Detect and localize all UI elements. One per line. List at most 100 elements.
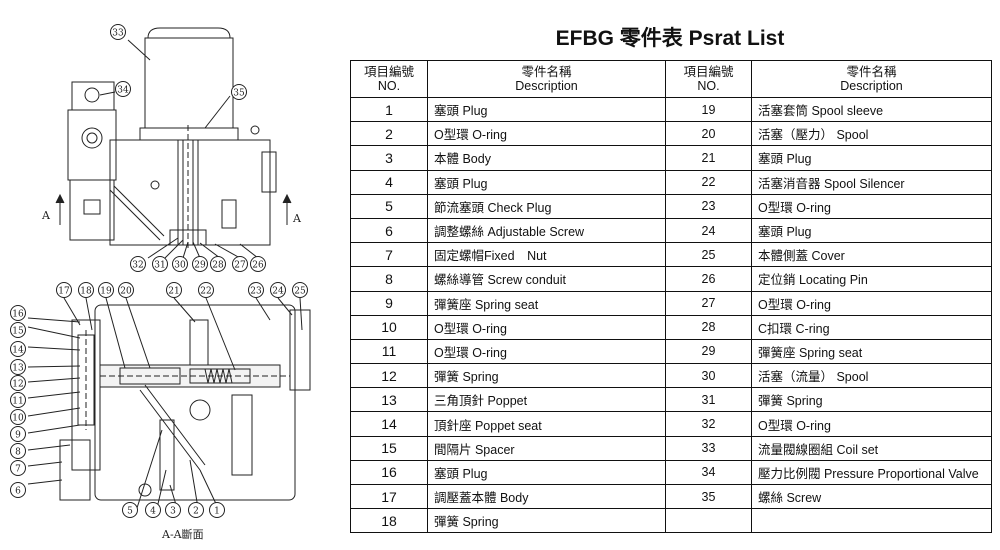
part-description: 塞頭 Plug [427, 459, 666, 486]
callout-left-8: 8 [10, 443, 26, 459]
callout-top-4: 31 [152, 256, 168, 272]
section-mark-right: A [292, 212, 302, 225]
section-caption: A-A斷面 [161, 528, 204, 541]
part-description: O型環 O-ring [751, 290, 992, 316]
callout-left-9: 7 [10, 460, 26, 476]
part-number: 22 [665, 169, 752, 195]
part-description: 螺絲 Screw [751, 483, 992, 510]
part-number: 9 [350, 290, 428, 316]
part-number: 17 [350, 483, 428, 510]
callout-number: 28 [212, 261, 224, 271]
part-description: 三角頂針 Poppet [427, 387, 666, 413]
callout-number: 16 [12, 310, 24, 320]
part-description: 本體 Body [427, 145, 666, 171]
part-description: 間隔片 Spacer [427, 435, 666, 461]
callout-number: 23 [250, 287, 262, 297]
callout-top_row-3: 20 [118, 282, 134, 298]
header-no-right: 項目編號 NO. [665, 60, 752, 98]
callout-number: 25 [294, 287, 306, 297]
callout-number: 9 [15, 431, 21, 441]
callout-top-3: 32 [130, 256, 146, 272]
part-description: O型環 O-ring [427, 338, 666, 365]
callout-number: 32 [132, 261, 143, 271]
part-number: 32 [665, 411, 752, 437]
part-number: 25 [665, 242, 752, 268]
callout-number: 34 [117, 86, 129, 96]
callout-number: 20 [120, 287, 132, 297]
section-mark-left: A [41, 209, 51, 222]
callout-number: 2 [193, 507, 199, 517]
part-description: 節流塞頭 Check Plug [427, 193, 666, 219]
callout-number: 4 [150, 507, 156, 517]
part-number: 29 [665, 338, 752, 365]
part-number: 34 [665, 459, 752, 486]
part-number: 15 [350, 435, 428, 461]
part-number: 10 [350, 314, 428, 340]
part-number: 14 [350, 411, 428, 437]
callout-number: 35 [233, 89, 245, 99]
part-number: 35 [665, 483, 752, 510]
callout-top-2: 35 [231, 84, 247, 100]
part-number: 16 [350, 459, 428, 486]
callout-number: 29 [194, 261, 206, 271]
part-number: 13 [350, 387, 428, 413]
callout-number: 6 [15, 487, 21, 497]
part-number: 21 [665, 145, 752, 171]
callout-number: 33 [112, 29, 124, 39]
part-number: 1 [350, 96, 428, 123]
callout-left-2: 14 [10, 341, 26, 357]
part-description: 彈簧 Spring [427, 508, 666, 534]
callout-left-1: 15 [10, 322, 26, 338]
part-description: 螺絲導管 Screw conduit [427, 266, 666, 292]
part-description: 活塞（流量） Spool [751, 363, 992, 389]
callout-number: 10 [12, 414, 24, 424]
part-description: 塞頭 Plug [427, 96, 666, 123]
part-description: 調整螺絲 Adjustable Screw [427, 217, 666, 244]
part-description: 塞頭 Plug [751, 145, 992, 171]
part-number: 5 [350, 193, 428, 219]
part-number: 8 [350, 266, 428, 292]
callout-top-5: 30 [172, 256, 188, 272]
part-description: C扣環 C-ring [751, 314, 992, 340]
callout-bottom-2: 3 [165, 502, 181, 518]
part-number: 2 [350, 121, 428, 147]
callout-top-7: 28 [210, 256, 226, 272]
callout-left-4: 12 [10, 375, 26, 391]
callout-number: 17 [58, 287, 70, 297]
part-description: 彈簧 Spring [751, 387, 992, 413]
part-description: 塞頭 Plug [751, 217, 992, 244]
part-description: 活塞套筒 Spool sleeve [751, 96, 992, 123]
callout-bottom-1: 4 [145, 502, 161, 518]
part-description: O型環 O-ring [751, 411, 992, 437]
callout-top_row-1: 18 [78, 282, 94, 298]
callout-top-9: 26 [250, 256, 266, 272]
callout-number: 27 [234, 261, 246, 271]
callout-number: 7 [15, 465, 21, 475]
callout-number: 24 [272, 287, 284, 297]
callout-number: 26 [252, 261, 264, 271]
part-description: 彈簧座 Spring seat [427, 290, 666, 316]
header-no: 項目編號 NO. [350, 60, 428, 98]
part-description: 流量閥線圈組 Coil set [751, 435, 992, 461]
callout-number: 5 [127, 507, 133, 517]
upper-view [55, 27, 292, 259]
callout-number: 15 [12, 327, 24, 337]
callout-top_row-8: 25 [292, 282, 308, 298]
